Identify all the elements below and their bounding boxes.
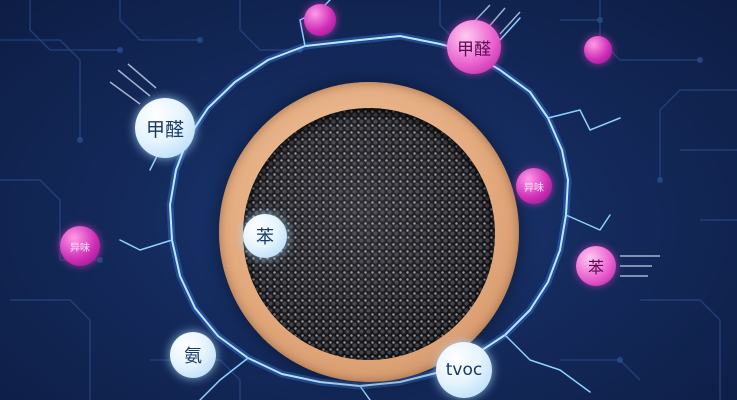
ammonia-molecule: 氨 xyxy=(170,332,216,378)
benzene-label-center: 苯 xyxy=(256,227,274,248)
odor-molecule-left: 异味 xyxy=(60,226,100,266)
odor-label-right: 异味 xyxy=(524,182,544,194)
small-pink-molecule-top xyxy=(304,4,336,36)
benzene-molecule-center: 苯 xyxy=(243,214,287,258)
tvoc-label: tvoc xyxy=(445,360,483,380)
odor-label-left: 异味 xyxy=(70,242,90,254)
formaldehyde-molecule-left: 甲醛 xyxy=(135,98,195,158)
tvoc-molecule: tvoc xyxy=(436,342,492,398)
benzene-label-right: 苯 xyxy=(587,258,604,277)
ammonia-label: 氨 xyxy=(184,346,202,367)
formaldehyde-label-top: 甲醛 xyxy=(457,39,491,60)
small-pink-molecule-right xyxy=(584,36,612,64)
odor-molecule-right: 异味 xyxy=(516,168,552,204)
benzene-molecule-right: 苯 xyxy=(576,246,616,286)
formaldehyde-label-left: 甲醛 xyxy=(145,118,184,141)
formaldehyde-molecule-top: 甲醛 xyxy=(447,20,501,74)
